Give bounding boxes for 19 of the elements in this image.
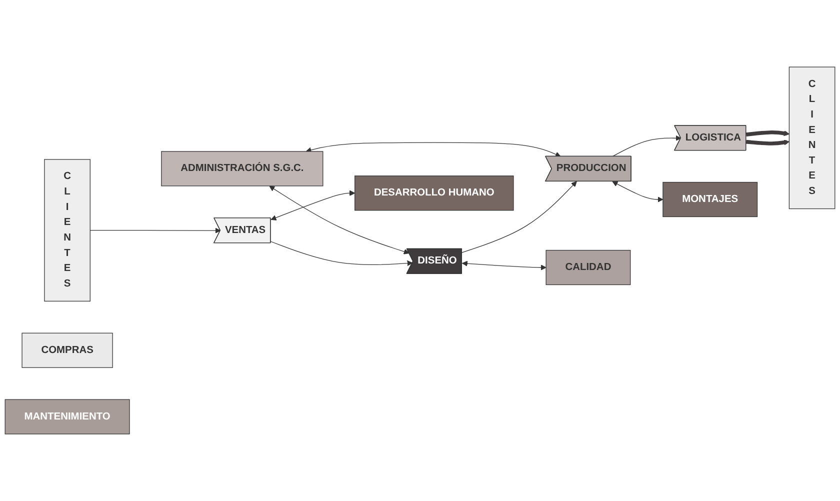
arrow (612, 181, 664, 202)
arrow (306, 142, 561, 158)
arrow (612, 135, 682, 157)
arrow (746, 130, 790, 136)
arrow (462, 181, 577, 253)
node-box: C L I E N T E S (44, 159, 90, 302)
arrow (90, 228, 221, 234)
node-box: CALIDAD (546, 250, 631, 286)
node-box: MANTENIMIENTO (4, 399, 130, 434)
arrow (746, 140, 790, 146)
node-box: ADMINISTRACIÓN S.G.C. (161, 151, 324, 186)
arrow (462, 260, 546, 270)
arrow (270, 190, 356, 220)
arrow (270, 241, 413, 266)
arrow (269, 186, 410, 254)
node-box: MONTAJES (662, 182, 758, 218)
node-box: DESARROLLO HUMANO (354, 176, 514, 211)
node-box: COMPRAS (22, 332, 113, 368)
node-box: C L I E N T E S (788, 66, 836, 210)
